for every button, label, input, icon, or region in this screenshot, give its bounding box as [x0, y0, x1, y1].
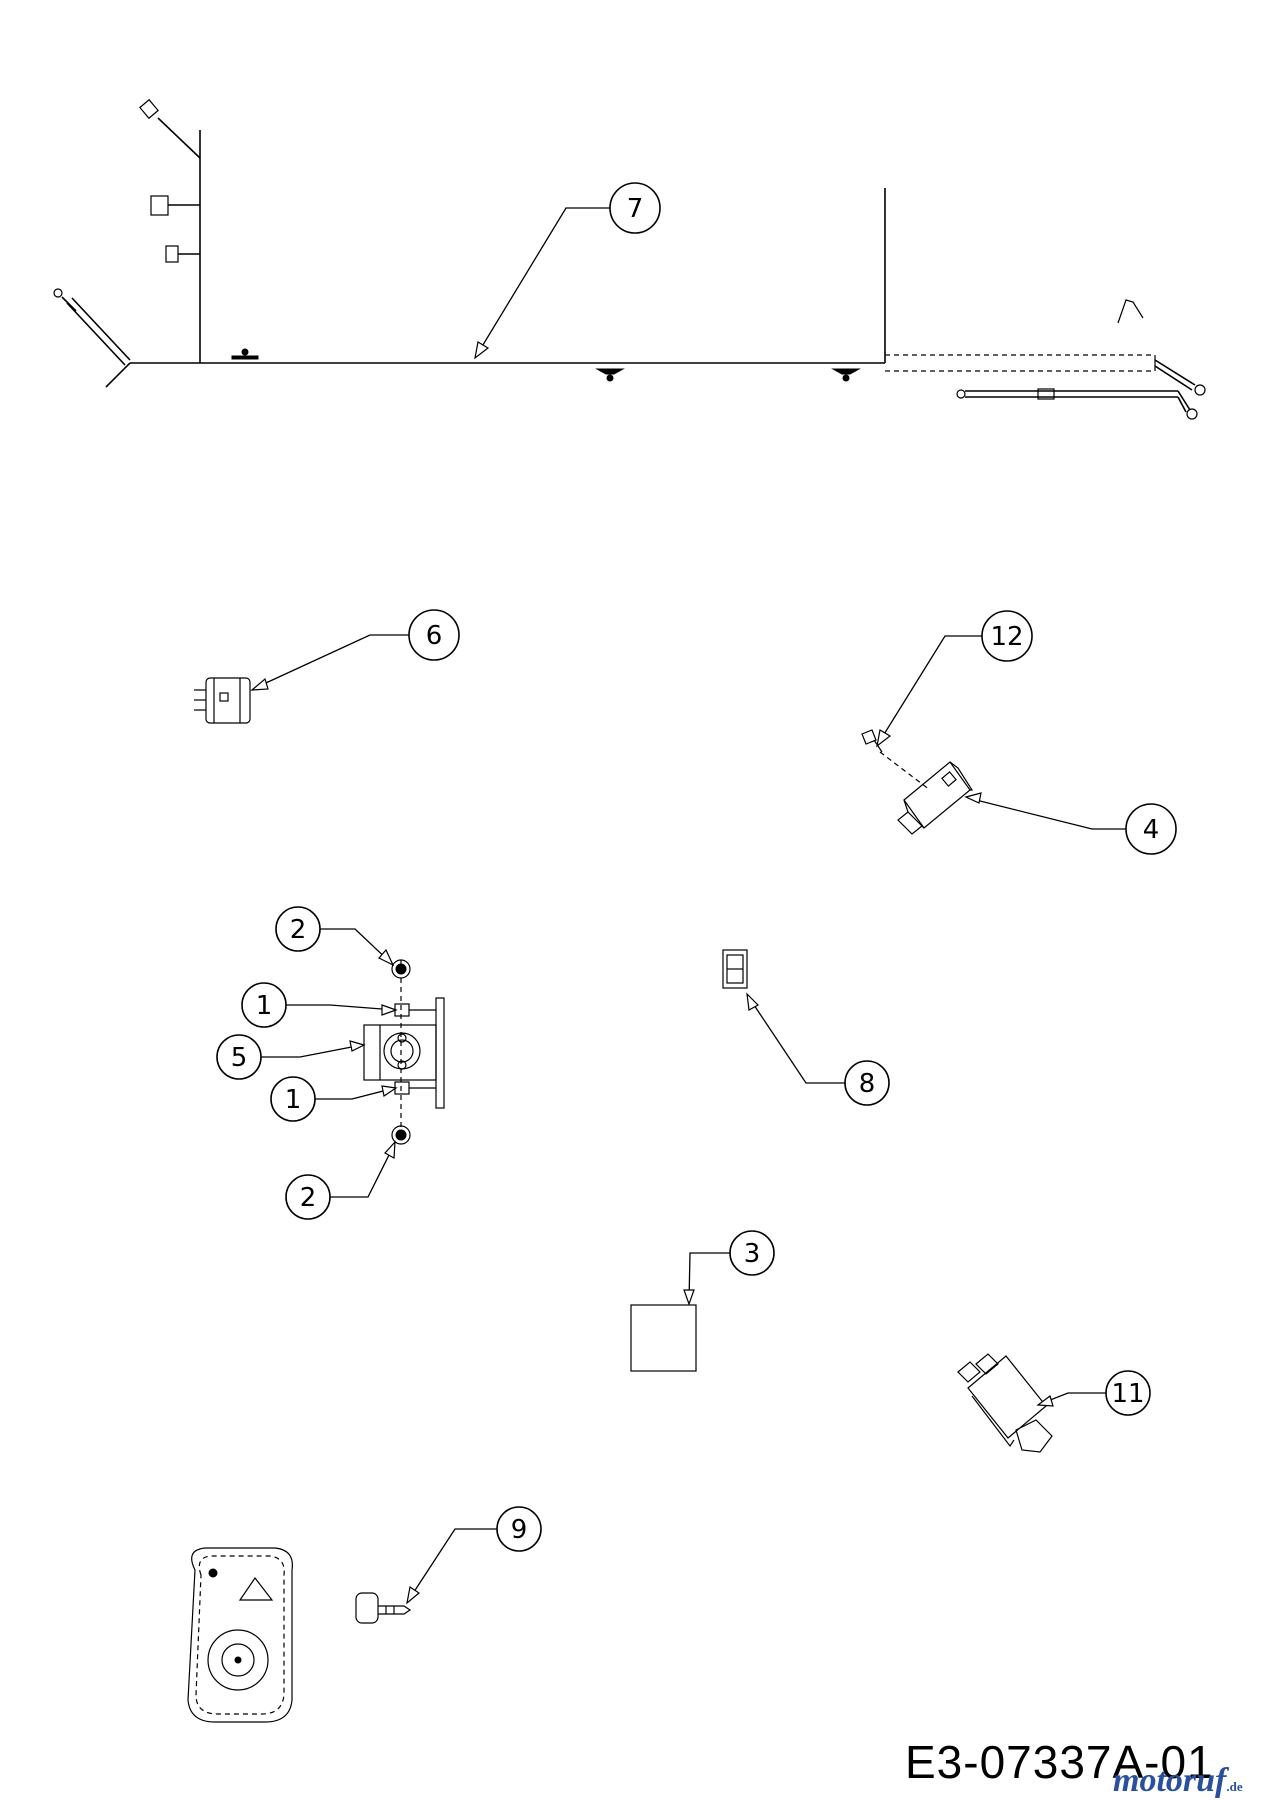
- callout-1b: 1: [270, 1076, 316, 1122]
- callout-label: 9: [511, 1515, 528, 1545]
- callout-2b: 2: [285, 1174, 331, 1220]
- callout-label: 5: [231, 1043, 248, 1073]
- key-part-9: [355, 1592, 412, 1624]
- connector-part-6: [194, 677, 251, 724]
- ignition-switch-part-11: [957, 1353, 1053, 1453]
- rocker-switch-part-8: [722, 949, 748, 989]
- solenoid-assembly: [363, 959, 445, 1145]
- leader-lines: [250, 207, 1126, 1605]
- callout-label: 4: [1143, 815, 1160, 845]
- callout-label: 1: [256, 991, 273, 1021]
- wiring-harness: [53, 98, 1206, 420]
- callout-label: 3: [744, 1239, 761, 1269]
- callout-2a: 2: [275, 906, 321, 952]
- callout-label: 2: [290, 915, 307, 945]
- callout-label: 6: [426, 621, 443, 651]
- callout-label: 12: [990, 622, 1023, 652]
- callout-label: 7: [627, 194, 644, 224]
- callout-1a: 1: [241, 982, 287, 1028]
- watermark-brand: motoruf: [1113, 1762, 1227, 1799]
- callout-6: 6: [408, 609, 460, 661]
- drawing-code: E3-07337A-01: [905, 1736, 1214, 1788]
- switch-part-4: [879, 751, 974, 835]
- callout-4: 4: [1125, 803, 1177, 855]
- callout-5: 5: [216, 1034, 262, 1080]
- screw-part-12: [861, 729, 883, 753]
- callout-label: 2: [300, 1183, 317, 1213]
- callout-label: 8: [859, 1069, 876, 1099]
- callout-12: 12: [981, 610, 1033, 662]
- callout-3: 3: [729, 1230, 775, 1276]
- watermark-suffix: .de: [1226, 1779, 1243, 1794]
- callout-9: 9: [496, 1506, 542, 1552]
- plate-part-3: [630, 1304, 697, 1372]
- watermark-logo: motoruf.de: [1113, 1762, 1243, 1800]
- callout-label: 11: [1111, 1379, 1144, 1409]
- ignition-label-plate: [187, 1547, 293, 1723]
- callout-8: 8: [844, 1060, 890, 1106]
- callout-11: 11: [1105, 1370, 1151, 1416]
- callout-7: 7: [609, 182, 661, 234]
- callout-label: 1: [285, 1085, 302, 1115]
